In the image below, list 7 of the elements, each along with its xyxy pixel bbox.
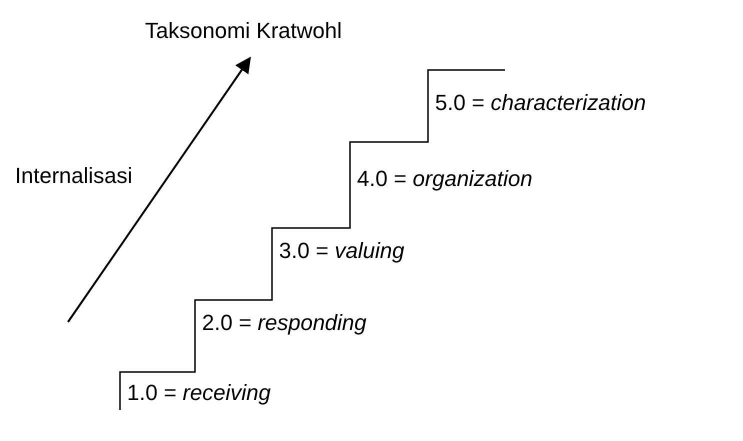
step-label: 5.0 = characterization: [435, 91, 646, 116]
axis-label: Internalisasi: [15, 164, 132, 188]
step-label: 1.0 = receiving: [127, 381, 271, 406]
step-label: 4.0 = organization: [357, 167, 533, 192]
title: Taksonomi Kratwohl: [145, 19, 342, 44]
step-label: 3.0 = valuing: [279, 239, 404, 264]
step-label: 2.0 = responding: [202, 311, 367, 336]
